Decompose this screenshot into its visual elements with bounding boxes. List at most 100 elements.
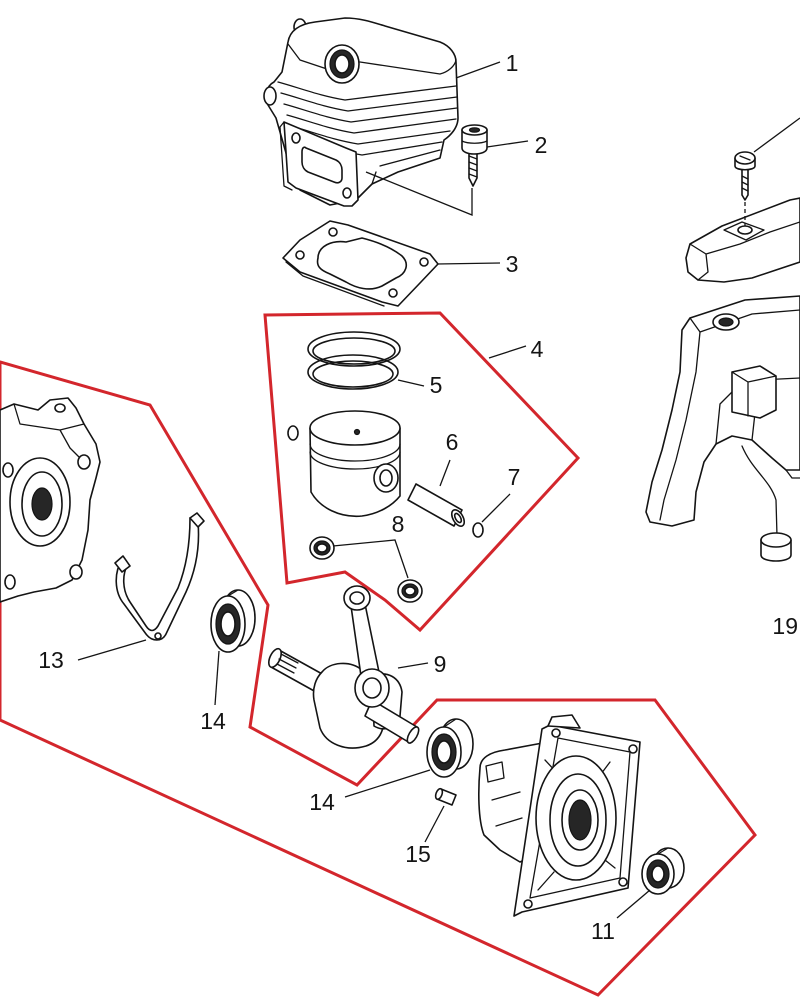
piston-circlip	[472, 522, 484, 538]
piston-crown	[309, 410, 401, 446]
dowel-pin	[434, 787, 457, 806]
leader-line-13	[77, 639, 147, 661]
crankcase-right-housing-detail	[485, 761, 523, 827]
frame-switch-block	[731, 365, 777, 419]
frame-right-edge	[785, 469, 800, 479]
cylinder-head-edge	[287, 43, 457, 75]
cylinder-fin	[277, 81, 457, 101]
crankcase-left-bore-center	[31, 487, 53, 521]
connecting-rod-small-end-bore	[349, 591, 365, 605]
leader-line-5	[397, 379, 425, 387]
leader-line-8	[332, 539, 409, 579]
crankcase-right-top-lug	[547, 714, 581, 729]
bearing-bore	[436, 740, 452, 764]
cylinder-fin	[280, 92, 458, 112]
bracket-screw-hole	[737, 225, 753, 235]
bolt-alignment-line	[365, 171, 473, 216]
crankcase-gasket-tab	[189, 512, 205, 528]
callout-19: 19	[772, 613, 798, 639]
oil-seal	[641, 847, 685, 895]
leader-line-11	[616, 889, 651, 919]
callout-8: 8	[392, 511, 405, 537]
crankcase-gasket	[114, 512, 205, 641]
needle-bearings	[309, 536, 423, 603]
crankcase-flange-bolt-hole	[551, 728, 561, 738]
callout-14-right: 14	[309, 789, 335, 815]
piston-pin-bore	[453, 512, 463, 524]
crankcase-flange-bolt-hole	[628, 744, 638, 754]
crankcase-left-boss	[2, 462, 14, 478]
crankcase-left-boss	[54, 403, 66, 413]
piston-pin-hole	[379, 469, 393, 487]
exhaust-flange-edge	[279, 121, 293, 191]
group-outline-piston-kit	[263, 311, 581, 633]
dowel-pin-end	[434, 787, 444, 801]
leader-line-14-left	[214, 650, 220, 706]
gasket-bolt-hole	[388, 288, 398, 298]
bolt-head	[461, 129, 488, 155]
piston-ring-upper-outer	[307, 331, 401, 367]
leader-line-9	[397, 662, 429, 669]
callout-4: 4	[531, 336, 544, 362]
frame-outline	[645, 295, 800, 527]
cylinder	[263, 17, 459, 207]
crankcase-gasket-hole	[154, 632, 162, 640]
piston-ring-lower-inner	[312, 360, 394, 388]
crankcase-gasket-tab	[114, 555, 131, 573]
crankshaft-right-end	[406, 726, 420, 744]
cylinder-fin	[286, 114, 457, 134]
needle-bearing-left-bore	[316, 543, 328, 553]
bearing-bore	[220, 611, 236, 637]
crankshaft	[268, 585, 420, 749]
connecting-rod-big-end-bore	[362, 677, 382, 699]
screw-thread	[741, 175, 749, 192]
crankshaft-spline	[276, 653, 299, 674]
leader-line-6	[439, 459, 451, 487]
piston-rings	[307, 331, 401, 390]
leader-line-4	[488, 345, 527, 359]
callout-6: 6	[446, 429, 459, 455]
cylinder-fin	[283, 103, 458, 123]
bracket-top-face	[689, 221, 800, 281]
gasket-edge	[285, 261, 385, 307]
callout-14-left: 14	[200, 708, 226, 734]
bolt-head-flange	[461, 140, 488, 144]
cylinder-bolt	[461, 124, 488, 187]
leader-line-3	[436, 262, 501, 265]
callout-15: 15	[405, 841, 431, 867]
piston-pin-body	[407, 483, 463, 527]
spark-plug-hole	[334, 54, 350, 74]
leader-line-top-right	[753, 117, 800, 153]
piston-ring-groove	[309, 451, 401, 470]
frame-hole-inner	[718, 317, 734, 327]
exhaust-bolt-hole	[291, 132, 301, 144]
piston-crown-mark	[353, 428, 361, 436]
handle-bracket	[685, 197, 800, 283]
crankcase-flange-rib	[537, 759, 616, 891]
piston-ring-upper-inner	[312, 337, 396, 365]
cylinder-base-edge	[371, 149, 441, 185]
callout-9: 9	[434, 651, 447, 677]
callout-3: 3	[506, 251, 519, 277]
frame-foot-top	[760, 532, 792, 548]
handle-frame	[645, 295, 800, 562]
piston-ring-lower-outer	[307, 354, 399, 390]
crankcase-left-boss	[77, 454, 91, 470]
crankshaft-left-end	[268, 647, 282, 669]
callout-5: 5	[430, 372, 443, 398]
gasket-bore-opening	[316, 237, 408, 290]
crankcase-right-bore	[568, 799, 592, 841]
leader-line-15	[424, 805, 445, 843]
crankcase-left-boss	[4, 574, 16, 590]
main-bearing-left	[210, 589, 256, 653]
frame-switch-block-edge	[731, 371, 777, 417]
crankcase-flange-bolt-hole	[523, 899, 533, 909]
leader-line-14-right	[344, 769, 431, 798]
bracket-outline	[685, 197, 800, 283]
bolt-thread	[468, 155, 478, 178]
exhaust-bolt-hole	[342, 187, 352, 199]
piston	[309, 410, 401, 517]
bracket-screw	[734, 151, 756, 201]
callout-2: 2	[535, 132, 548, 158]
